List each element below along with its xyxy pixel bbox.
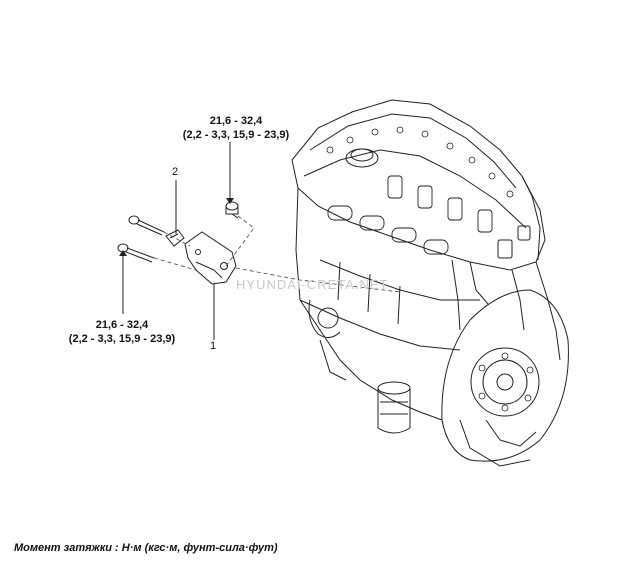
torque-top-line2: (2,2 - 3,3, 15,9 - 23,9): [182, 129, 290, 141]
leader-arrows: [119, 198, 234, 256]
torque-top-line1: 21,6 - 32,4: [209, 115, 263, 127]
engine-block: [291, 99, 569, 467]
torque-left-line1: 21,6 - 32,4: [95, 319, 149, 331]
torque-left-line2: (2,2 - 3,3, 15,9 - 23,9): [68, 333, 176, 345]
bolt-left-upper: [128, 215, 165, 236]
bolt-top: [225, 201, 239, 219]
callout-part-2: 2: [172, 166, 179, 178]
watermark: HYUNDAI-CRETA.NET: [236, 277, 389, 292]
bracket-part: [184, 231, 237, 285]
torque-units-caption: Момент затяжки : Н·м (кгс·м, фунт-сила·ф…: [14, 542, 278, 554]
torque-label-left: 21,6 - 32,4 (2,2 - 3,3, 15,9 - 23,9): [58, 318, 186, 346]
callout-part-1: 1: [210, 340, 217, 352]
torque-label-top: 21,6 - 32,4 (2,2 - 3,3, 15,9 - 23,9): [172, 114, 300, 142]
leader-lines: [122, 142, 231, 340]
assembly-lines: [153, 215, 401, 293]
clip-part: [165, 229, 185, 247]
